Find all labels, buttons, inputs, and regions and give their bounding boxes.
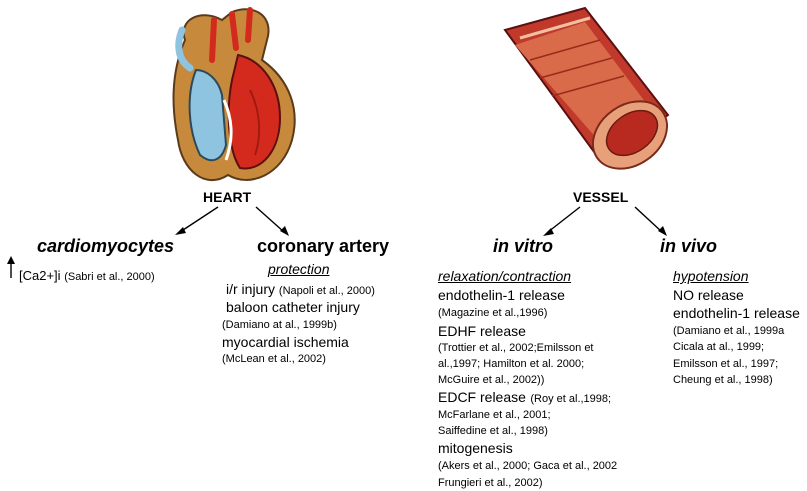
vessel-illustration <box>505 8 680 183</box>
coronary-item-1-ref: (Damiano at al., 1999b) <box>222 319 337 331</box>
in-vitro-edcf: EDCF release (Roy et al.,1998; <box>438 389 611 407</box>
arrow-vessel-to-in-vivo <box>635 207 662 232</box>
heart-illustration <box>174 9 295 180</box>
in-vivo-line-4: Emilsson et al., 1997; <box>673 358 778 370</box>
in-vitro-line-2: EDHF release <box>438 323 526 339</box>
coronary-item-2-ref: (McLean et al., 2002) <box>222 353 326 365</box>
coronary-item-1-text: baloon catheter injury <box>226 299 360 315</box>
relaxation-subheading: relaxation/contraction <box>438 268 571 284</box>
in-vitro-line-12: Frungieri et al., 2002) <box>438 477 543 489</box>
vessel-title: VESSEL <box>573 189 628 205</box>
coronary-artery-label: coronary artery <box>257 236 389 257</box>
ca-line: [Ca2+]i (Sabri et al., 2000) <box>19 268 155 283</box>
in-vitro-line-10: mitogenesis <box>438 440 513 456</box>
in-vivo-label: in vivo <box>660 236 717 257</box>
in-vitro-line-7: (Roy et al.,1998; <box>530 393 611 405</box>
in-vivo-line-1: endothelin-1 release <box>673 305 800 321</box>
in-vivo-line-0: NO release <box>673 287 744 303</box>
heart-title: HEART <box>203 189 251 205</box>
protection-subheading: protection <box>268 261 329 277</box>
cardiomyocytes-label: cardiomyocytes <box>37 236 174 257</box>
ca-text: [Ca2+]i <box>19 268 61 283</box>
ca-ref: (Sabri et al., 2000) <box>64 271 155 283</box>
in-vitro-line-5: McGuire et al., 2002)) <box>438 374 544 386</box>
in-vitro-line-4: al.,1997; Hamilton et al. 2000; <box>438 358 584 370</box>
hypotension-subheading: hypotension <box>673 268 749 284</box>
arrow-heart-to-coronary <box>256 207 284 232</box>
in-vivo-line-2: (Damiano et al., 1999a <box>673 325 784 337</box>
arrow-heart-to-cardiomyocytes <box>180 207 218 232</box>
coronary-item-ref: (Napoli et al., 2000) <box>279 285 375 297</box>
in-vitro-line-1: (Magazine et al.,1996) <box>438 307 547 319</box>
in-vivo-line-3: Cicala at al., 1999; <box>673 341 764 353</box>
in-vitro-label: in vitro <box>493 236 553 257</box>
in-vitro-line-9: Saiffedine et al., 1998) <box>438 425 548 437</box>
in-vivo-line-5: Cheung et al., 1998) <box>673 374 773 386</box>
in-vitro-line-8: McFarlane et al., 2001; <box>438 409 551 421</box>
coronary-item-0: i/r injury (Napoli et al., 2000) <box>226 281 375 297</box>
arrow-vessel-to-in-vitro <box>548 207 580 232</box>
in-vitro-line-11: (Akers et al., 2000; Gaca et al., 2002 <box>438 460 617 472</box>
in-vitro-line-0: endothelin-1 release <box>438 287 565 303</box>
coronary-item-2-text: myocardial ischemia <box>222 334 349 350</box>
in-vitro-line-3: (Trottier et al., 2002;Emilsson et <box>438 342 594 354</box>
in-vitro-line-6: EDCF release <box>438 389 526 405</box>
coronary-item-text: i/r injury <box>226 281 275 297</box>
